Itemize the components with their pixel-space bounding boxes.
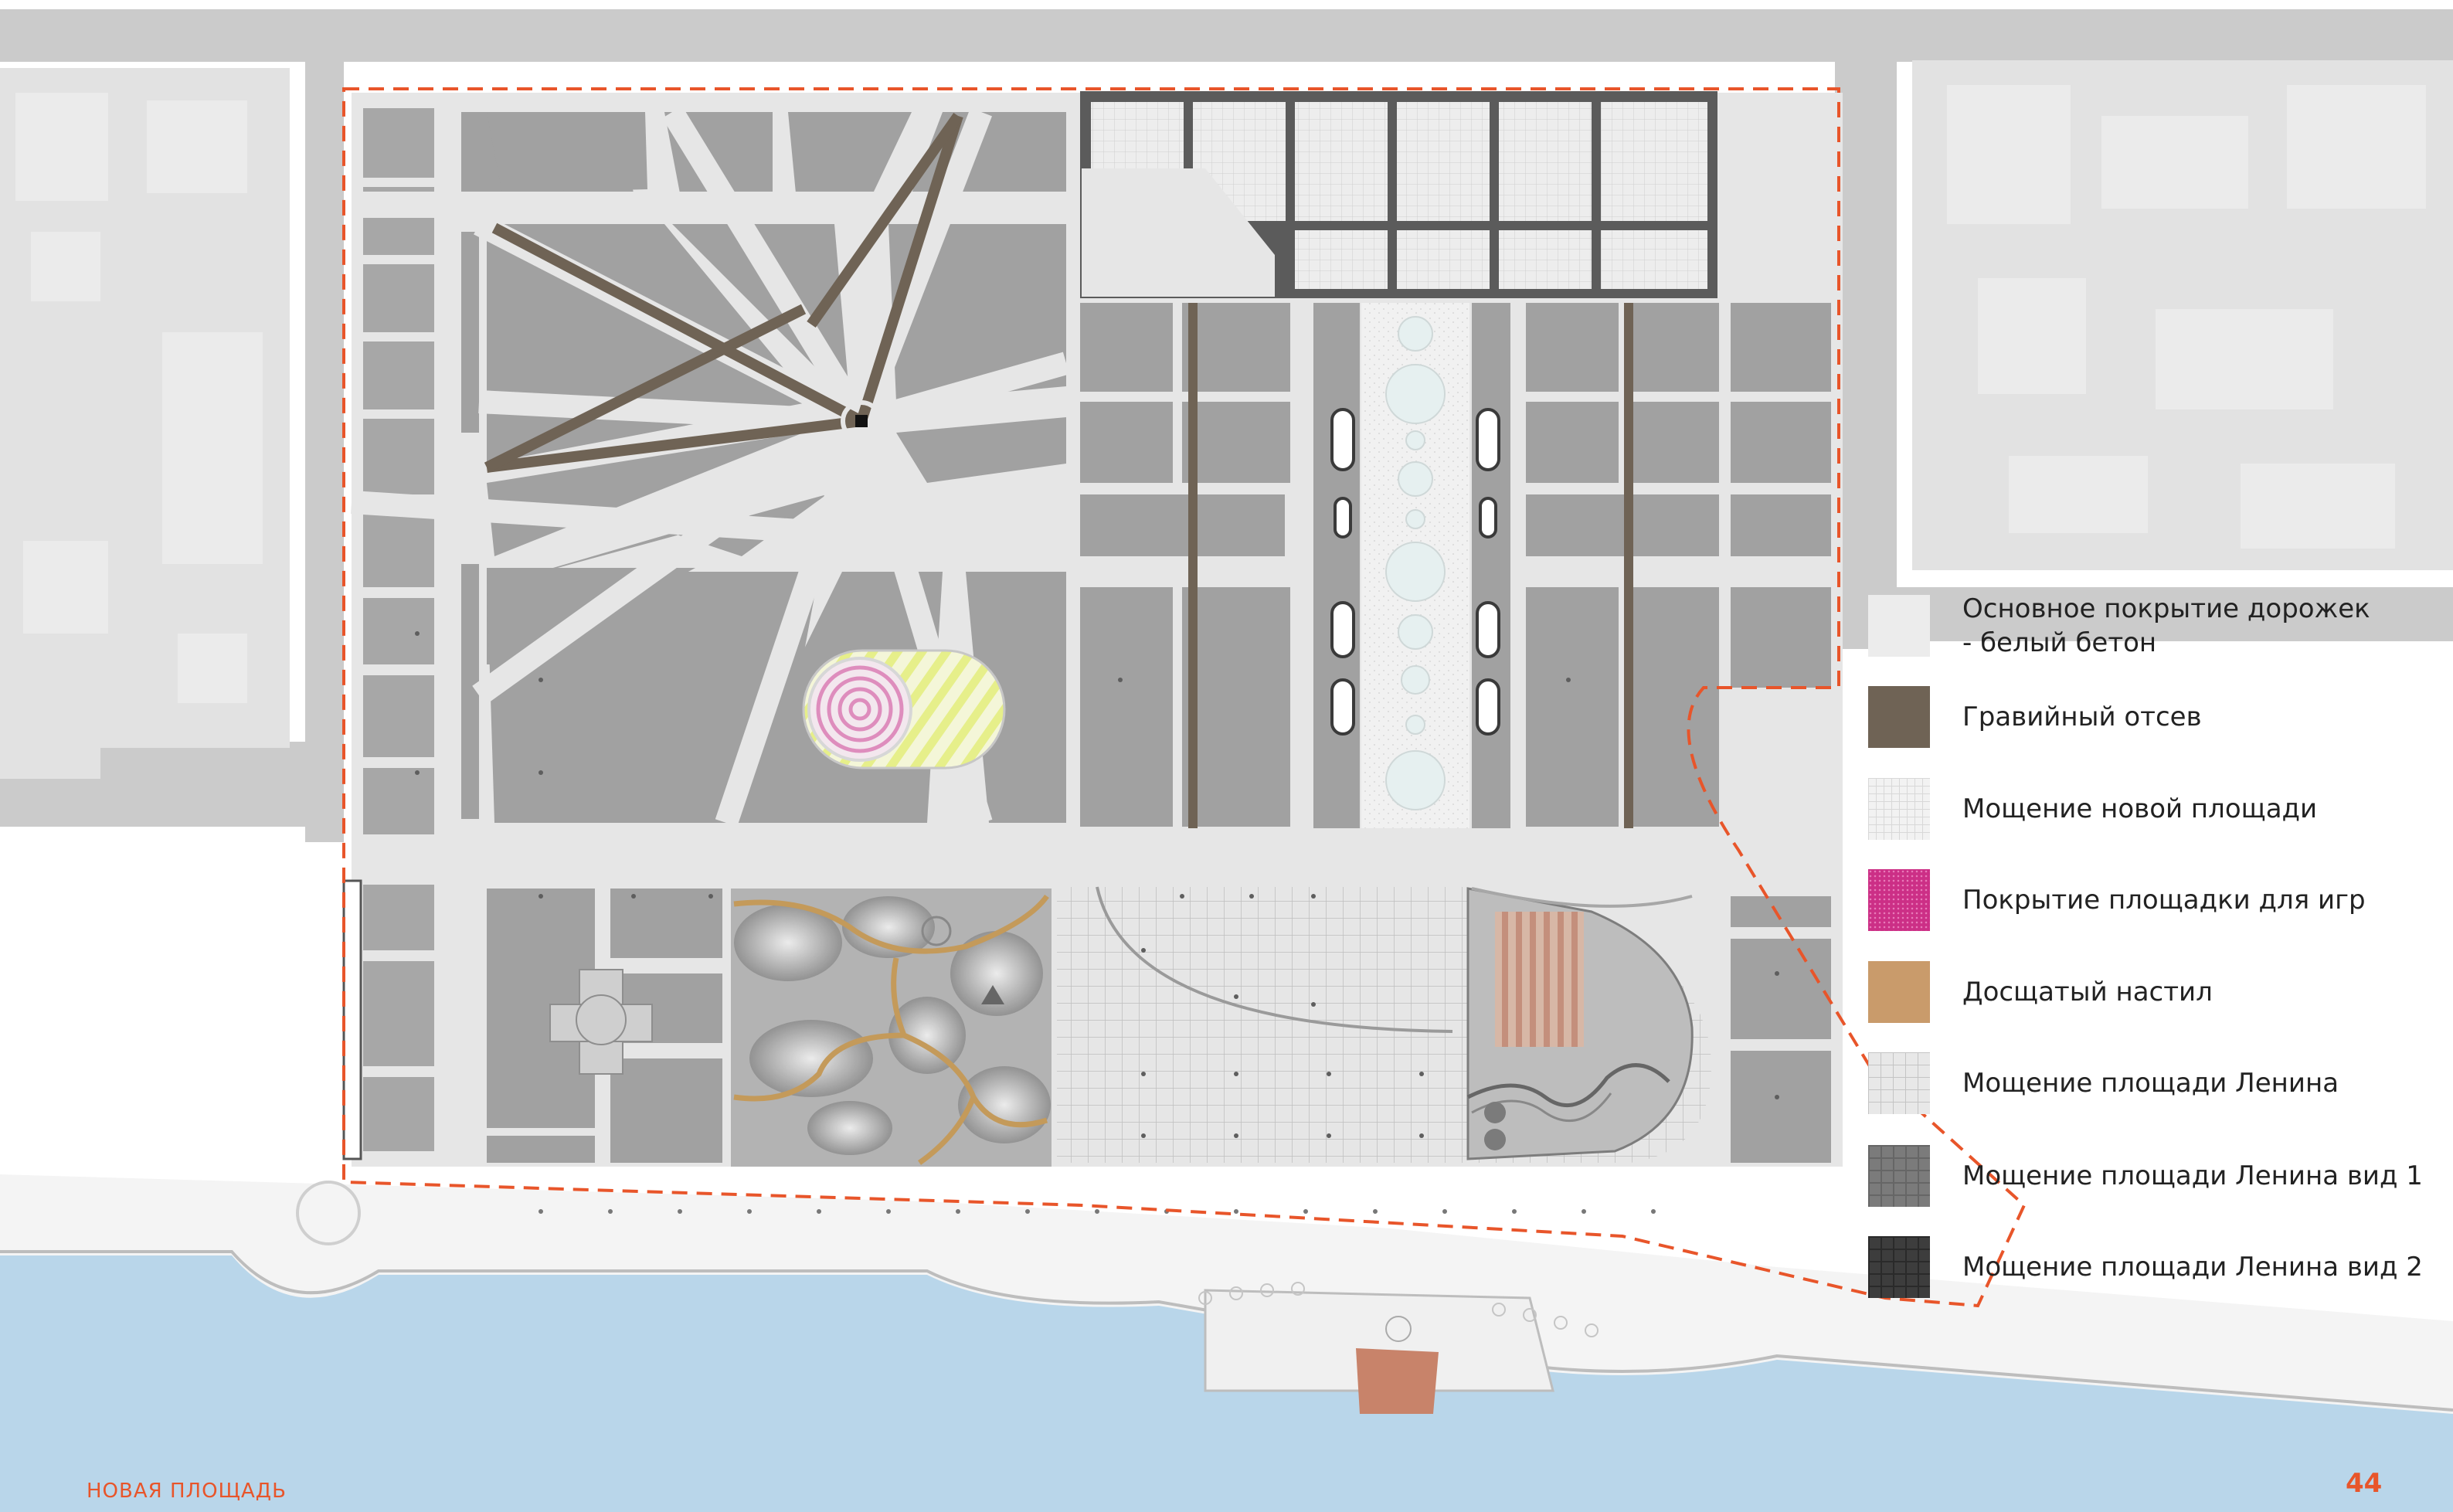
pier-pavilion	[1356, 1348, 1439, 1414]
legend-item-playground: Покрытие площадки для игр	[1868, 869, 2366, 931]
legend-label: Мощение площади Ленина вид 2	[1962, 1252, 2423, 1283]
new-square-paving	[1080, 91, 1717, 298]
boardwalk-seating	[1495, 912, 1584, 1047]
gravel-paths	[484, 112, 963, 473]
site-boundary	[342, 87, 2027, 1308]
fountains	[1385, 316, 1446, 810]
swatch-new-square-paving	[1868, 778, 1930, 840]
legend-label: Гравийный отсев	[1962, 702, 2202, 732]
top-street	[0, 9, 2453, 62]
swatch-playground	[1868, 869, 1930, 931]
legend-item-gravel: Гравийный отсев	[1868, 686, 2202, 748]
legend-label: Мощение площади Ленина вид 1	[1962, 1160, 2423, 1191]
swatch-lenin-square-paving-1	[1868, 1145, 1930, 1207]
church-footprint	[549, 969, 653, 1075]
footer-title: НОВАЯ ПЛОЩАДЬ	[87, 1480, 287, 1503]
gravel-strips	[1188, 303, 1633, 828]
legend-label: Основное покрытие дорожек - белый бетон	[1962, 593, 2370, 658]
legend-item-lenin-square-paving-1: Мощение площади Ленина вид 1	[1868, 1145, 2423, 1207]
legend-item-new-square-paving: Мощение новой площади	[1868, 778, 2317, 840]
swatch-gravel	[1868, 686, 1930, 748]
legend-label: Покрытие площадки для игр	[1962, 885, 2366, 916]
swatch-white-concrete	[1868, 595, 1930, 657]
legend-item-white-concrete: Основное покрытие дорожек - белый бетон	[1868, 592, 2370, 660]
pier	[1204, 1289, 1554, 1392]
playground	[802, 649, 1006, 770]
page-number: 44	[2346, 1468, 2383, 1499]
benches	[1330, 408, 1500, 736]
swatch-lenin-square-paving	[1868, 1052, 1930, 1114]
left-street	[305, 62, 344, 842]
legend-label: Досщатый настил	[1962, 977, 2213, 1007]
swatch-lenin-square-paving-2	[1868, 1236, 1930, 1298]
boulevard-bench	[342, 879, 362, 1160]
legend-item-boardwalk: Досщатый настил	[1868, 961, 2213, 1023]
swatch-boardwalk	[1868, 961, 1930, 1023]
legend-item-lenin-square-paving: Мощение площади Ленина	[1868, 1052, 2339, 1114]
legend-label: Мощение новой площади	[1962, 793, 2318, 824]
legend-label: Мощение площади Ленина	[1962, 1068, 2339, 1099]
boardwalk-paths	[733, 894, 1049, 1165]
monument	[855, 415, 868, 427]
legend-item-lenin-square-paving-2: Мощение площади Ленина вид 2	[1868, 1236, 2423, 1298]
right-street	[1835, 62, 1897, 649]
